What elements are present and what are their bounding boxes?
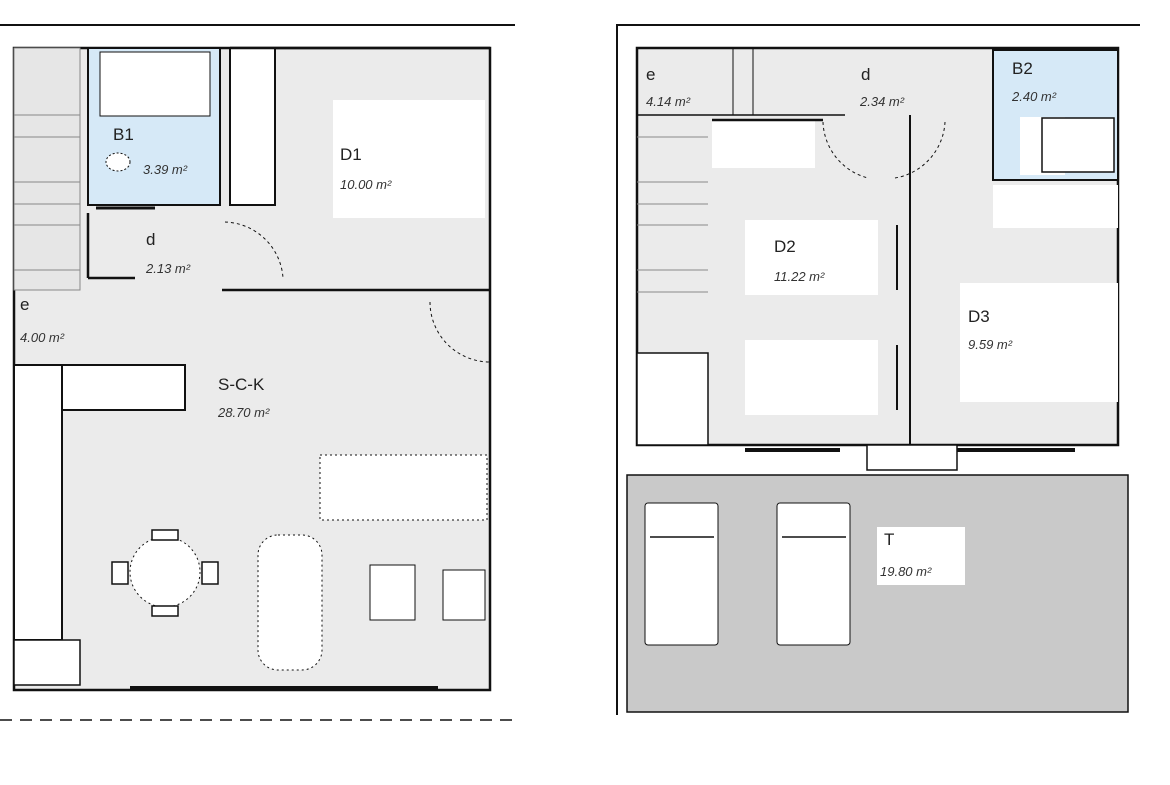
wardrobe-d3 [993,185,1118,228]
room-name-d2: D2 [774,237,796,256]
shower [99,51,211,117]
room-area-d: 2.13 m² [146,261,191,276]
room-name-e-upper: e [646,65,656,84]
wardrobe [229,47,276,206]
room-area-b2: 2.40 m² [1012,89,1057,104]
staircase-upper [637,136,708,293]
ground-floor-plan [0,24,515,721]
bed-d3 [960,283,1118,402]
wardrobe-d2 [712,120,815,168]
room-area-b1: 3.39 m² [143,162,188,177]
side-unit [442,569,486,621]
toilet [105,152,131,172]
room-area-d3: 9.59 m² [968,337,1013,352]
sofa [319,454,488,521]
bed-d2-b [745,340,878,415]
room-name-b1: B1 [113,125,134,144]
room-name-terrace: T [884,530,895,549]
door-swing [224,221,284,279]
kitchen-counter-side [13,364,63,641]
room-area-e: 4.00 m² [20,330,65,345]
room-area-sck: 28.70 m² [218,405,270,420]
room-area-d2: 11.22 m² [774,269,825,284]
room-area-terrace: 19.80 m² [880,564,932,579]
room-area-e-upper: 4.14 m² [646,94,691,109]
armchair [369,564,416,621]
bed-d2-a [745,220,878,295]
room-name-d: d [146,230,156,249]
room-name-sck: S-C-K [218,375,265,394]
bed-d1 [333,100,485,218]
dining-table [129,536,201,608]
staircase [13,47,81,291]
room-name-d1: D1 [340,145,362,164]
room-name-d-upper: d [861,65,871,84]
coffee-table [257,534,323,671]
room-area-d1: 10.00 m² [340,177,392,192]
sun-lounger [776,502,851,646]
room-name-e: e [20,295,30,314]
room-name-d3: D3 [968,307,990,326]
room-name-b2: B2 [1012,59,1033,78]
room-area-d-upper: 2.34 m² [860,94,905,109]
sun-lounger [644,502,719,646]
shower-b2 [1041,117,1115,173]
upper-floor-plan [616,24,1140,715]
